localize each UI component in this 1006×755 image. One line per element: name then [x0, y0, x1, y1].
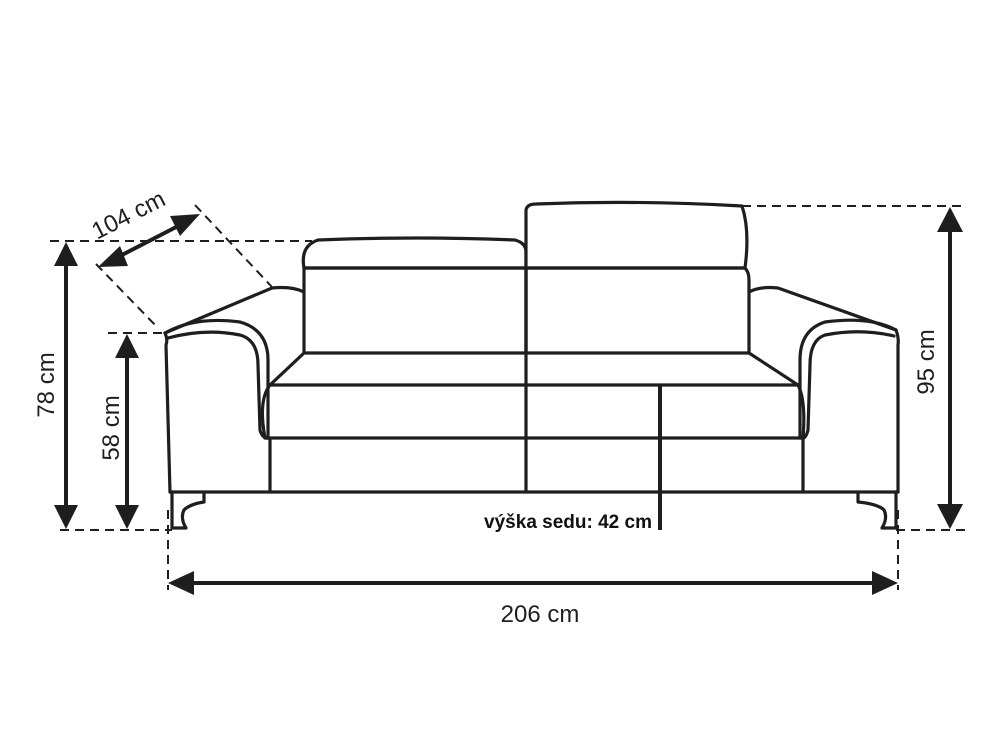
svg-text:78 cm: 78 cm — [33, 352, 60, 417]
arrow-up-icon — [937, 207, 963, 232]
arrow-right-icon — [872, 571, 898, 595]
left-headrest — [301, 236, 528, 270]
left-leg — [170, 490, 206, 530]
svg-text:58 cm: 58 cm — [98, 395, 125, 460]
arrow-left-icon — [168, 571, 194, 595]
arrow-down-icon — [115, 505, 139, 529]
arrow-down-icon — [937, 504, 963, 529]
left-armrest-outer — [163, 318, 270, 440]
svg-text:95 cm: 95 cm — [913, 329, 940, 394]
right-arm-top — [747, 285, 898, 332]
arrow-down-icon — [54, 505, 78, 529]
seat-height-label: výška sedu: 42 cm — [484, 512, 652, 533]
right-armrest-inner — [801, 330, 896, 440]
right-leg — [856, 490, 898, 530]
right-headrest — [524, 200, 749, 270]
sofa-drawing — [163, 200, 900, 530]
back-cushion-right — [524, 266, 751, 355]
arrow-left-icon — [98, 246, 128, 267]
depth-104-dimension: 104 cm — [87, 185, 200, 267]
right-armrest-outer — [798, 318, 898, 440]
seat-back-edge-right — [747, 351, 800, 387]
left-armrest-inner — [166, 330, 270, 440]
guide-lines — [50, 204, 965, 590]
svg-text:206 cm: 206 cm — [501, 601, 580, 628]
height-78-dimension: 78 cm — [33, 242, 78, 529]
arrow-up-icon — [115, 334, 139, 358]
left-arm-top — [163, 285, 306, 335]
arrow-right-icon — [170, 214, 200, 236]
height-95-dimension: 95 cm — [913, 207, 963, 529]
back-cushion-left — [302, 266, 528, 355]
left-armrest-front — [163, 331, 172, 494]
arrow-up-icon — [54, 242, 78, 266]
seat-back-edge-left — [268, 351, 306, 387]
armrest-58-dimension: 58 cm — [98, 334, 139, 529]
right-armrest-front — [894, 328, 900, 494]
width-206-dimension: 206 cm — [168, 571, 898, 628]
seat-cushion — [260, 383, 806, 440]
